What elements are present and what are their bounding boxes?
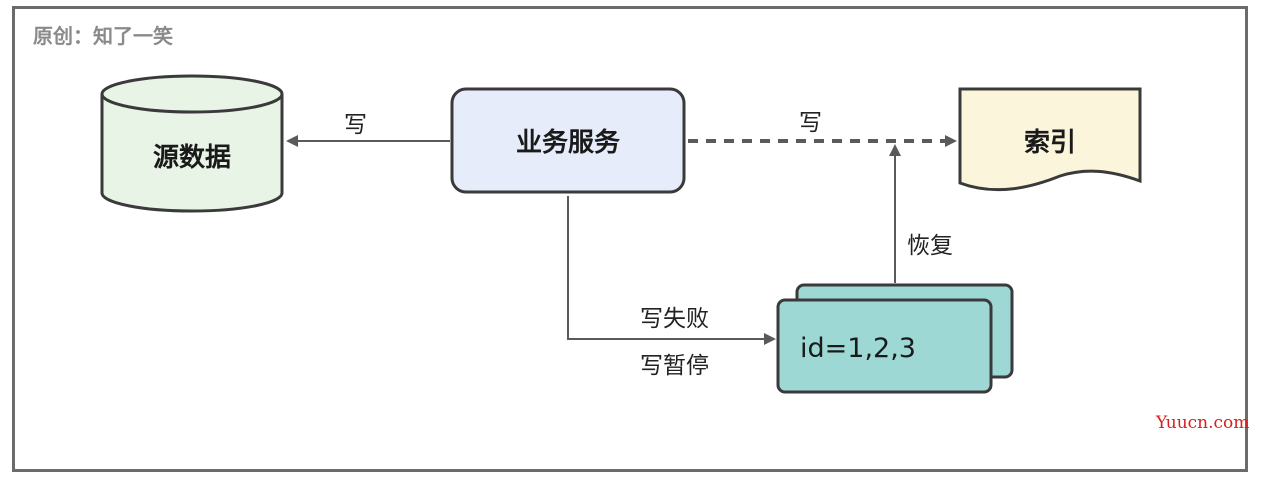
source-data-cylinder <box>100 74 284 213</box>
business-service-label: 业务服务 <box>515 128 620 158</box>
diagram-frame <box>12 6 1248 472</box>
edge-label-write-index: 写 <box>799 110 822 136</box>
index-label: 索引 <box>1023 127 1076 158</box>
business-service-box <box>450 87 686 194</box>
queue-box-front <box>776 298 993 394</box>
queue-label: id=1,2,3 <box>800 332 916 364</box>
arrow-write-failed <box>567 196 776 345</box>
edge-label-recover: 恢复 <box>907 233 953 259</box>
edge-label-write-source: 写 <box>344 112 367 138</box>
author-credit: 原创：知了一笑 <box>33 24 173 48</box>
source-data-label: 源数据 <box>152 142 231 173</box>
watermark: Yuucn.com <box>1156 413 1250 433</box>
index-document-shape <box>958 87 1142 192</box>
edge-label-write-paused: 写暂停 <box>640 353 709 379</box>
edge-label-write-failed: 写失败 <box>640 306 709 332</box>
